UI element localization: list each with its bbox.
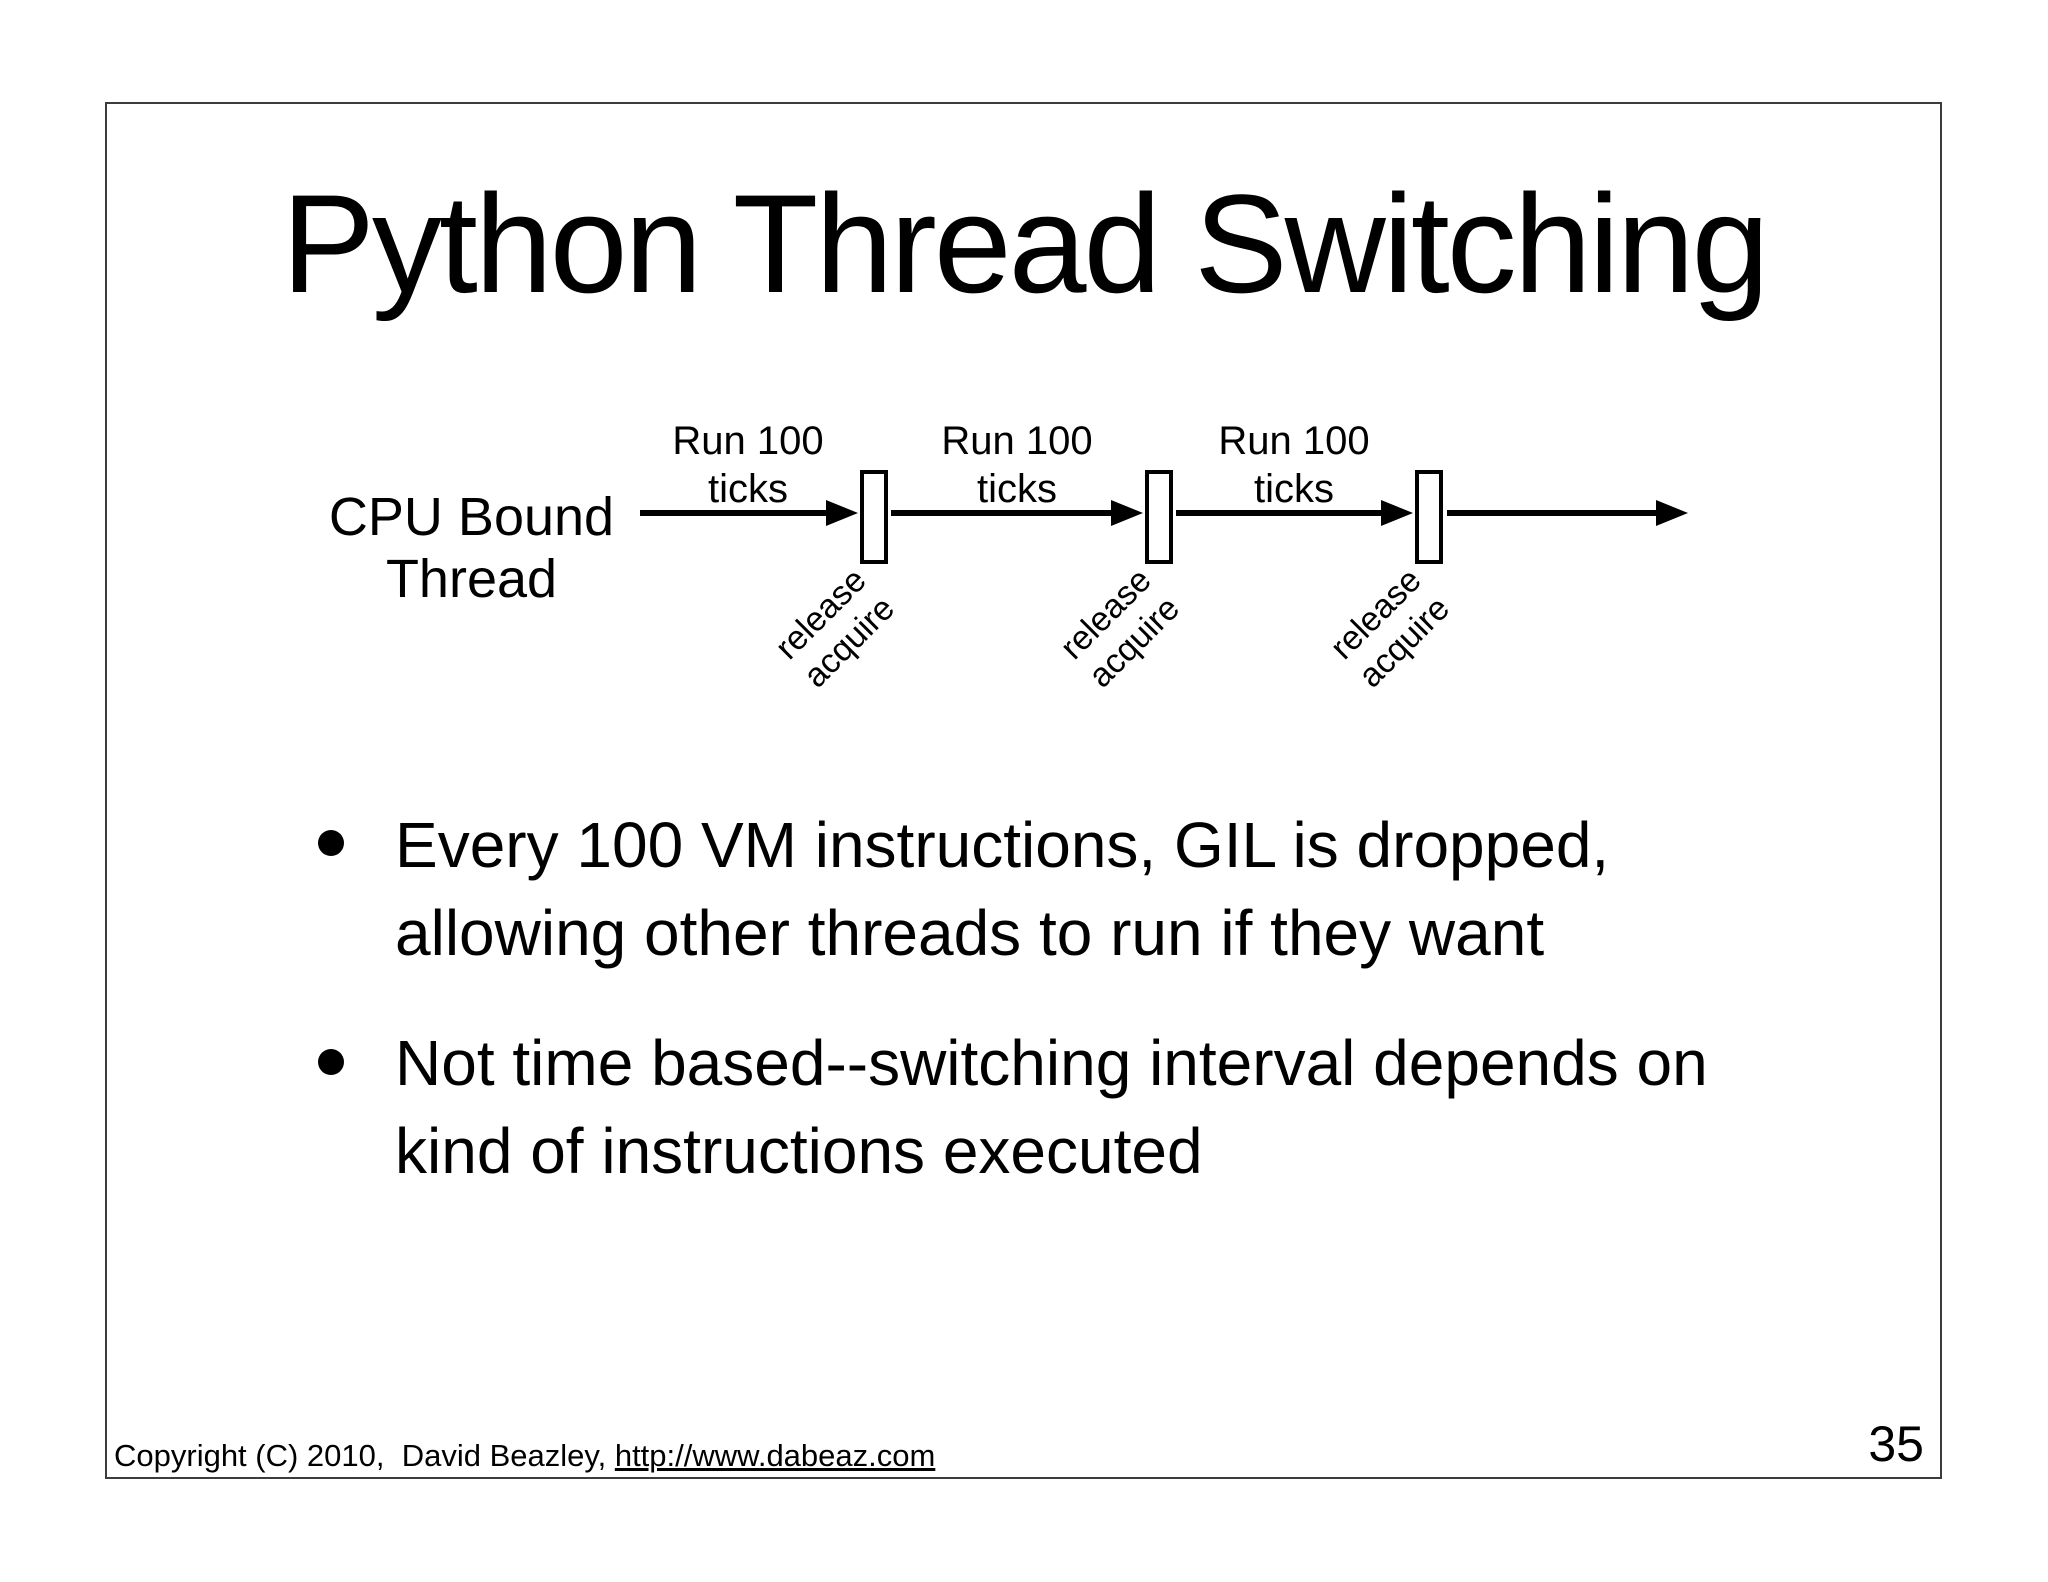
slide-title: Python Thread Switching (281, 165, 1770, 322)
timeline-arrow-line-2 (891, 510, 1111, 516)
bullet-item-2-line1: Not time based--switching interval depen… (395, 1027, 1708, 1099)
cpu-bound-thread-label-line1: CPU Bound (328, 487, 615, 547)
bullet-item-2-line2: kind of instructions executed (395, 1115, 1203, 1187)
cpu-bound-thread-label-line2: Thread (385, 549, 558, 609)
run-ticks-label-3-line1: Run 100 (1218, 419, 1370, 463)
bullet-item-2: Not time based--switching interval depen… (395, 1019, 1875, 1195)
cpu-bound-thread-label: CPU Bound Thread (299, 486, 644, 610)
timeline-arrowhead-4 (1656, 500, 1688, 526)
slide-frame (105, 102, 1942, 1479)
run-ticks-label-1-line1: Run 100 (672, 419, 824, 463)
run-ticks-label-3-line2: ticks (1254, 467, 1334, 511)
gil-switch-gate-3 (1415, 470, 1443, 564)
timeline-arrowhead-3 (1381, 500, 1413, 526)
gil-switch-gate-2 (1145, 470, 1173, 564)
dabeaz-link[interactable]: http://www.dabeaz.com (614, 1438, 936, 1473)
bullet-marker-1 (318, 830, 344, 856)
bullet-item-1: Every 100 VM instructions, GIL is droppe… (395, 801, 1875, 977)
run-ticks-label-3: Run 100 ticks (1174, 417, 1414, 513)
bullet-marker-2 (318, 1049, 344, 1075)
run-ticks-label-2-line1: Run 100 (941, 419, 1093, 463)
timeline-arrow-line-3 (1176, 510, 1381, 516)
run-ticks-label-1: Run 100 ticks (628, 417, 868, 513)
timeline-arrow-line-4 (1447, 510, 1656, 516)
run-ticks-label-2: Run 100 ticks (897, 417, 1137, 513)
gil-switch-gate-1 (860, 470, 888, 564)
timeline-arrowhead-2 (1111, 500, 1143, 526)
run-ticks-label-2-line2: ticks (977, 467, 1057, 511)
copyright-text: Copyright (C) 2010, David Beazley, (114, 1438, 615, 1473)
bullet-item-1-line2: allowing other threads to run if they wa… (395, 897, 1545, 969)
footer-copyright: Copyright (C) 2010, David Beazley, http:… (114, 1438, 935, 1474)
timeline-arrowhead-1 (826, 500, 858, 526)
bullet-item-1-line1: Every 100 VM instructions, GIL is droppe… (395, 809, 1610, 881)
timeline-arrow-line-1 (640, 510, 826, 516)
run-ticks-label-1-line2: ticks (708, 467, 788, 511)
page-number: 35 (1868, 1416, 1924, 1472)
